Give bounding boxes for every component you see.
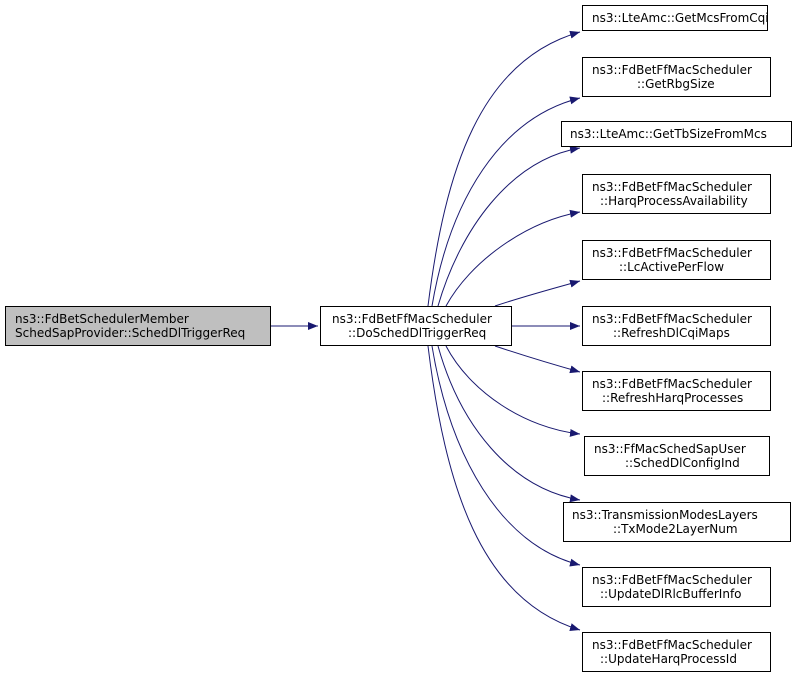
node-callee-7-line2: ::SchedDlConfigInd: [625, 456, 740, 470]
node-get-tb-size-from-mcs[interactable]: ns3::LteAmc::GetTbSizeFromMcs: [561, 121, 792, 147]
node-get-rbg-size[interactable]: ns3::FdBetFfMacScheduler ::GetRbgSize: [582, 57, 771, 97]
node-update-dl-rlc-buffer-info[interactable]: ns3::FdBetFfMacScheduler ::UpdateDlRlcBu…: [582, 567, 771, 607]
node-refresh-dl-cqi-maps[interactable]: ns3::FdBetFfMacScheduler ::RefreshDlCqiM…: [582, 306, 771, 346]
node-get-mcs-from-cqi[interactable]: ns3::LteAmc::GetMcsFromCqi: [582, 5, 769, 31]
node-callee-4-line1: ns3::FdBetFfMacScheduler: [592, 246, 752, 260]
node-callee-8-line1: ns3::TransmissionModesLayers: [572, 508, 758, 522]
edge-to-update-harq-process-id: [427, 345, 581, 631]
node-tx-mode-2-layer-num[interactable]: ns3::TransmissionModesLayers ::TxMode2La…: [563, 502, 791, 542]
edges: [271, 30, 581, 631]
node-callee-4-line2: ::LcActivePerFlow: [619, 260, 724, 274]
node-root-line1: ns3::FdBetSchedulerMember: [15, 312, 189, 326]
node-callee-0-line1: ns3::LteAmc::GetMcsFromCqi: [592, 11, 769, 25]
node-callee-5-line1: ns3::FdBetFfMacScheduler: [592, 312, 752, 326]
edge-to-refresh-harq-processes: [494, 345, 581, 374]
node-root-line2: SchedSapProvider::SchedDlTriggerReq: [15, 326, 245, 340]
node-callee-3-line2: ::HarqProcessAvailability: [600, 194, 748, 208]
node-callee-6-line2: ::RefreshHarqProcesses: [602, 391, 743, 405]
node-refresh-harq-processes[interactable]: ns3::FdBetFfMacScheduler ::RefreshHarqPr…: [582, 371, 771, 411]
node-sched-dl-config-ind[interactable]: ns3::FfMacSchedSapUser ::SchedDlConfigIn…: [584, 436, 770, 476]
node-lc-active-per-flow[interactable]: ns3::FdBetFfMacScheduler ::LcActivePerFl…: [582, 240, 771, 280]
edge-to-get-tb-size-from-mcs: [437, 145, 581, 307]
node-callee-1-line2: ::GetRbgSize: [637, 77, 715, 91]
node-harq-process-availability[interactable]: ns3::FdBetFfMacScheduler ::HarqProcessAv…: [582, 174, 771, 214]
node-callee-5-line2: ::RefreshDlCqiMaps: [613, 326, 730, 340]
node-mid-line1: ns3::FdBetFfMacScheduler: [332, 312, 492, 326]
node-do-sched-dl-trigger-req[interactable]: ns3::FdBetFfMacScheduler ::DoSchedDlTrig…: [320, 306, 512, 346]
node-mid-line2: ::DoSchedDlTriggerReq: [348, 326, 486, 340]
node-callee-10-line1: ns3::FdBetFfMacScheduler: [592, 638, 752, 652]
node-callee-8-line2: ::TxMode2LayerNum: [613, 522, 738, 536]
node-callee-9-line1: ns3::FdBetFfMacScheduler: [592, 573, 752, 587]
node-callee-2-line1: ns3::LteAmc::GetTbSizeFromMcs: [570, 127, 767, 141]
node-callee-1-line1: ns3::FdBetFfMacScheduler: [592, 63, 752, 77]
edge-to-harq-process-availability: [445, 209, 581, 307]
edge-to-sched-dl-config-ind: [445, 345, 581, 437]
edge-to-lc-active-per-flow: [494, 279, 581, 307]
node-callee-10-line2: ::UpdateHarqProcessId: [600, 652, 737, 666]
node-callee-7-line1: ns3::FfMacSchedSapUser: [594, 442, 746, 456]
edge-to-get-rbg-size: [431, 96, 581, 307]
edge-to-tx-mode-2-layer-num: [437, 345, 581, 503]
edge-to-update-dl-rlc-buffer-info: [431, 345, 581, 567]
node-callee-9-line2: ::UpdateDlRlcBufferInfo: [600, 587, 742, 601]
node-callee-6-line1: ns3::FdBetFfMacScheduler: [592, 377, 752, 391]
node-root-sched-dl-trigger-req[interactable]: ns3::FdBetSchedulerMember SchedSapProvid…: [5, 306, 271, 346]
node-callee-3-line1: ns3::FdBetFfMacScheduler: [592, 180, 752, 194]
edge-to-get-mcs-from-cqi: [427, 30, 581, 307]
node-update-harq-process-id[interactable]: ns3::FdBetFfMacScheduler ::UpdateHarqPro…: [582, 632, 771, 672]
